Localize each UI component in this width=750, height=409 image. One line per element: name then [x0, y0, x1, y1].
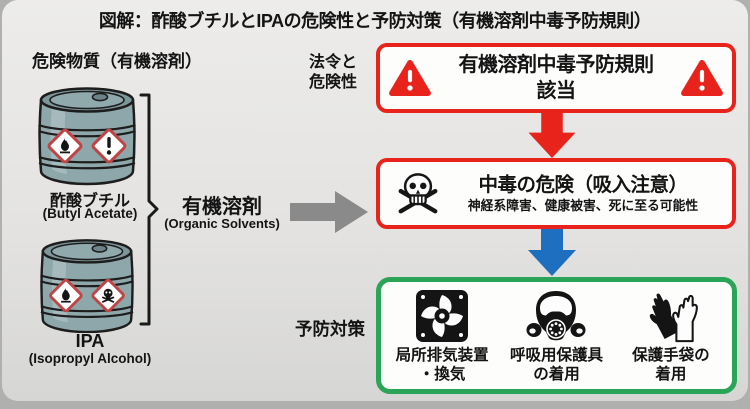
prevention-item-ventilation: 局所排気装置 ・換気	[385, 289, 499, 385]
danger-subtitle: 神経系障害、健康被害、死に至る可能性	[467, 198, 699, 213]
butyl-acetate-drum-icon	[38, 87, 136, 186]
ghs-flame-pictogram	[47, 128, 83, 164]
drum1-label-en: (Butyl Acetate)	[42, 206, 138, 221]
law-box-line1: 有機溶剤中毒予防規則	[458, 54, 655, 76]
ghs-exclamation-pictogram	[91, 128, 127, 164]
warning-triangle-icon	[389, 59, 431, 97]
skull-crossbones-icon	[398, 172, 438, 213]
prevention-caption: 保護手袋の 着用	[632, 346, 710, 384]
prevention-item-gloves: 保護手袋の 着用	[614, 289, 728, 385]
respirator-icon	[526, 290, 586, 340]
hazard-section-heading: 危険物質（有機溶剤）	[32, 52, 202, 71]
prevention-item-respirator: 呼吸用保護具 の着用	[499, 289, 613, 385]
ghs-flame-pictogram	[49, 278, 83, 313]
organic-solvents-label-ja: 有機溶剤	[182, 196, 262, 218]
prevention-box: 局所排気装置 ・換気 呼吸用保護具	[376, 277, 737, 394]
prevention-caption: 局所排気装置 ・換気	[395, 346, 489, 384]
warning-triangle-icon	[681, 59, 723, 97]
fan-icon	[416, 289, 469, 342]
gloves-icon	[649, 292, 698, 342]
danger-title: 中毒の危険（吸入注意）	[478, 174, 688, 196]
diagram-title: 図解：酢酸ブチルとIPAの危険性と予防対策（有機溶剤中毒予防規則）	[98, 11, 652, 31]
diagram-card: 図解：酢酸ブチルとIPAの危険性と予防対策（有機溶剤中毒予防規則） 危険物質（有…	[2, 0, 748, 401]
group-bracket	[139, 93, 159, 326]
red-down-arrow-icon	[528, 112, 576, 159]
right-arrow-icon	[290, 191, 368, 233]
organic-solvents-label-en: (Organic Solvents)	[164, 216, 280, 231]
law-risk-label-line2: 危険性	[309, 74, 358, 91]
prevention-caption: 呼吸用保護具 の着用	[509, 346, 603, 384]
danger-text: 中毒の危険（吸入注意） 神経系障害、健康被害、死に至る可能性	[442, 173, 724, 214]
law-box: 有機溶剤中毒予防規則 該当	[376, 43, 736, 113]
danger-box: 中毒の危険（吸入注意） 神経系障害、健康被害、死に至る可能性	[376, 158, 736, 229]
drum1-label-ja: 酢酸ブチル	[49, 193, 130, 210]
blue-down-arrow-icon	[528, 229, 576, 276]
ghs-skull-pictogram	[91, 278, 125, 313]
law-risk-label: 法令と 危険性	[309, 53, 357, 93]
law-risk-label-line1: 法令と	[309, 54, 358, 71]
drum2-label-en: (Isopropyl Alcohol)	[28, 351, 152, 366]
law-box-text: 有機溶剤中毒予防規則 該当	[431, 52, 681, 104]
drum2-label-ja: IPA	[75, 331, 105, 351]
prevention-label: 予防対策	[295, 319, 365, 339]
ipa-drum-icon	[40, 239, 134, 333]
law-box-line2: 該当	[536, 80, 577, 102]
